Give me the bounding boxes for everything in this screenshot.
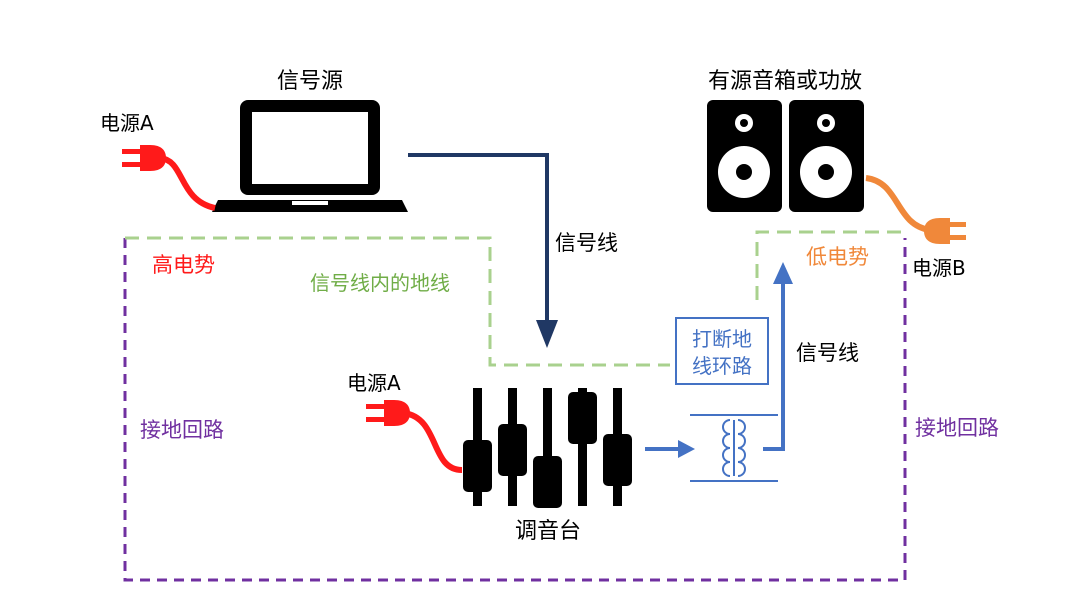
signal-ground-label: 信号线内的地线 xyxy=(310,271,450,295)
signal-line-label-right: 信号线 xyxy=(796,341,859,365)
break-loop-label-line1: 打断地 xyxy=(692,327,752,351)
signal-arrow-head-up xyxy=(773,262,793,284)
power-b-label: 电源B xyxy=(912,256,966,280)
laptop-icon xyxy=(212,100,408,212)
low-potential-label: 低电势 xyxy=(806,245,869,269)
high-potential-label: 高电势 xyxy=(152,253,215,277)
power-plug-icon xyxy=(865,175,966,244)
mixer-label: 调音台 xyxy=(515,519,581,544)
signal-line-to-speakers xyxy=(763,282,785,451)
isolation-transformer-icon xyxy=(690,414,778,482)
power-plug-icon xyxy=(122,145,216,211)
mixer-output-arrow-head xyxy=(678,440,695,458)
signal-line-to-mixer xyxy=(408,153,549,322)
power-a-label: 电源A xyxy=(100,111,154,135)
speakers-label: 有源音箱或功放 xyxy=(708,69,862,94)
ground-loop-label-left: 接地回路 xyxy=(140,418,224,442)
signal-arrow-head xyxy=(536,320,558,348)
ground-loop-label-right: 接地回路 xyxy=(915,416,999,440)
speaker-icon xyxy=(707,100,864,212)
break-loop-box xyxy=(675,317,769,385)
signal-source-label: 信号源 xyxy=(277,69,343,94)
break-loop-label-line2: 线环路 xyxy=(692,354,752,378)
power-a-mixer-label: 电源A xyxy=(347,371,401,395)
ground-loop-path xyxy=(123,238,907,582)
mixer-faders-icon xyxy=(463,388,632,508)
signal-line-label-left: 信号线 xyxy=(555,231,618,255)
signal-ground-path xyxy=(125,236,670,367)
power-plug-icon xyxy=(366,400,463,473)
signal-ground-path-right xyxy=(755,230,905,300)
